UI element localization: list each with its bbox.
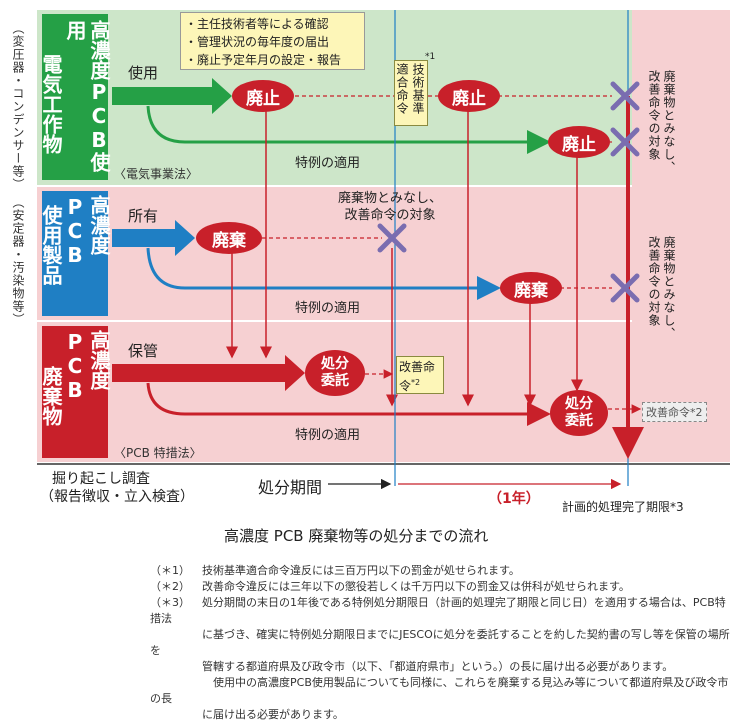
ellipse-shobun-line1: 処分 [565,396,593,412]
ellipse-shobun-2: 処分 委託 [550,390,608,436]
special-case-electric: 特例の適用 [295,156,361,171]
use-arrow [112,78,232,114]
deadline-label: 計画的処理完了期限*3 [562,500,684,514]
requirements-box: ・主任技術者等による確認 ・管理状況の毎年度の届出 ・廃止予定年月の設定・報告 [180,12,365,70]
footnote-mark: （＊2） [150,580,190,593]
own-arrow [112,220,195,256]
period-label: 処分期間 [258,478,323,497]
ellipse-haiki-1: 廃棄 [196,222,262,254]
category-electric: 電気工作物 高濃度PCB使用 [39,14,111,180]
footnote-line: に届け出る必要があります。 [150,707,735,723]
label-use: 使用 [128,64,159,82]
side-label-top: （変圧器・コンデンサー等） [11,22,25,191]
deemed-waste-right-1: 廃棄物とみなし、改善命令の対象 [647,70,676,174]
footnote-line: （＊2） 改善命令違反には三年以下の懲役若しくは千万円以下の罰金又は併科が処せられ… [150,579,735,595]
category-electric-col2: 高濃度PCB使用 [63,20,111,172]
label-store: 保管 [128,342,159,360]
category-product: 使用製品 高濃度PCB [39,191,111,316]
special-arrow-electric [146,105,551,154]
footnote-line: に基づき、確実に特例処分期限日までにJESCOに処分を委託することを約した契約書… [150,627,735,659]
requirement-item: ・廃止予定年月の設定・報告 [185,53,342,67]
ellipse-shobun-1: 処分 委託 [305,350,365,396]
cross-mark [377,81,640,303]
special-arrow-product [146,247,501,300]
ellipse-haiki-2: 廃棄 [500,272,562,304]
footnote-mark: （＊1） [150,564,190,577]
footnote-text: に基づき、確実に特例処分期限日までにJESCOに処分を委託することを約した契約書… [150,628,730,657]
ellipse-shobun-line2: 委託 [565,413,593,429]
special-arrow-waste [146,382,551,426]
kaizen-dashed-box: 改善命令*2 [642,402,707,422]
footnote-text: 使用中の高濃度PCB使用製品についても同様に、これらを廃棄する見込み等について都… [150,676,729,705]
footnote-text: に届け出る必要があります。 [202,708,344,721]
tech-standard-text: 技術基準適合命令 [395,63,425,115]
survey-label: 掘り起こし調査 （報告徴収・立入検査） [40,470,194,506]
kaizen-text: 改善命令 [399,360,436,393]
kaizen-note: *2 [411,378,421,387]
category-waste: 廃棄物 高濃度PCB [39,326,111,458]
category-waste-col1: 廃棄物 [39,366,63,426]
footnote-text: 管轄する都道府県及び政令市（以下、「都道府県市」という。）の長に届け出る必要があ… [202,660,674,673]
survey-line1: 掘り起こし調査 [52,471,150,487]
law-electric: 〈電気事業法〉 [114,167,199,181]
special-case-product: 特例の適用 [295,301,361,316]
footnote-line: 管轄する都道府県及び政令市（以下、「都道府県市」という。）の長に届け出る必要があ… [150,659,735,675]
footnote-mark: （＊3） [150,596,190,609]
deemed-waste-mid-line1: 廃棄物とみなし、 [338,191,443,206]
flow-diagram [112,10,644,490]
law-pcb: 〈PCB 特措法〉 [114,446,202,460]
category-product-col2: 高濃度PCB [63,195,111,267]
footnote-text: 技術基準適合命令違反には三百万円以下の罰金が処せられます。 [202,564,520,577]
tech-standard-box: 技術基準適合命令 [394,60,428,126]
ellipse-shobun-line1: 処分 [321,356,349,372]
diagram-title: 高濃度 PCB 廃棄物等の処分までの流れ [224,527,489,545]
footnote-line: （＊1） 技術基準適合命令違反には三百万円以下の罰金が処せられます。 [150,563,735,579]
ellipse-haishi-1: 廃止 [232,80,294,112]
footnote-line: 使用中の高濃度PCB使用製品についても同様に、これらを廃棄する見込み等について都… [150,675,735,707]
deemed-waste-mid: 廃棄物とみなし、 改善命令の対象 [338,190,442,224]
deemed-waste-mid-line2: 改善命令の対象 [344,208,436,223]
survey-line2: （報告徴収・立入検査） [40,489,194,505]
special-case-waste: 特例の適用 [295,428,361,443]
ellipse-haishi-2: 廃止 [438,80,500,112]
panel-right-pink [632,10,730,462]
footnote-line: （＊3）処分期間の末日の1年後である特例処分期限日（計画的処理完了期限と同じ日）… [150,595,735,627]
category-electric-col1: 電気工作物 [39,54,63,154]
footnotes: （＊1） 技術基準適合命令違反には三百万円以下の罰金が処せられます。 （＊2） 改善… [150,563,735,723]
footnote-text: 改善命令違反には三年以下の懲役若しくは千万円以下の罰金又は併科が処せられます。 [202,580,630,593]
deemed-waste-right-2: 廃棄物とみなし、改善命令の対象 [647,236,676,340]
category-product-col1: 使用製品 [39,205,63,285]
tech-standard-note: *1 [425,52,436,62]
side-label-bottom: （安定器・汚染物等） [11,196,25,326]
baseline [37,463,730,465]
requirement-item: ・主任技術者等による確認 [185,17,329,31]
requirement-item: ・管理状況の毎年度の届出 [185,35,330,49]
kaizen-box: 改善命令*2 [396,356,444,394]
ellipse-shobun-line2: 委託 [321,373,349,389]
label-own: 所有 [128,207,159,225]
footnote-text: 処分期間の末日の1年後である特例処分期限日（計画的処理完了期限と同じ日）を適用す… [150,596,726,625]
category-waste-col2: 高濃度PCB [63,330,111,402]
ellipse-haishi-3: 廃止 [548,126,610,158]
one-year-label: （1年） [488,491,540,507]
store-arrow [112,355,305,391]
